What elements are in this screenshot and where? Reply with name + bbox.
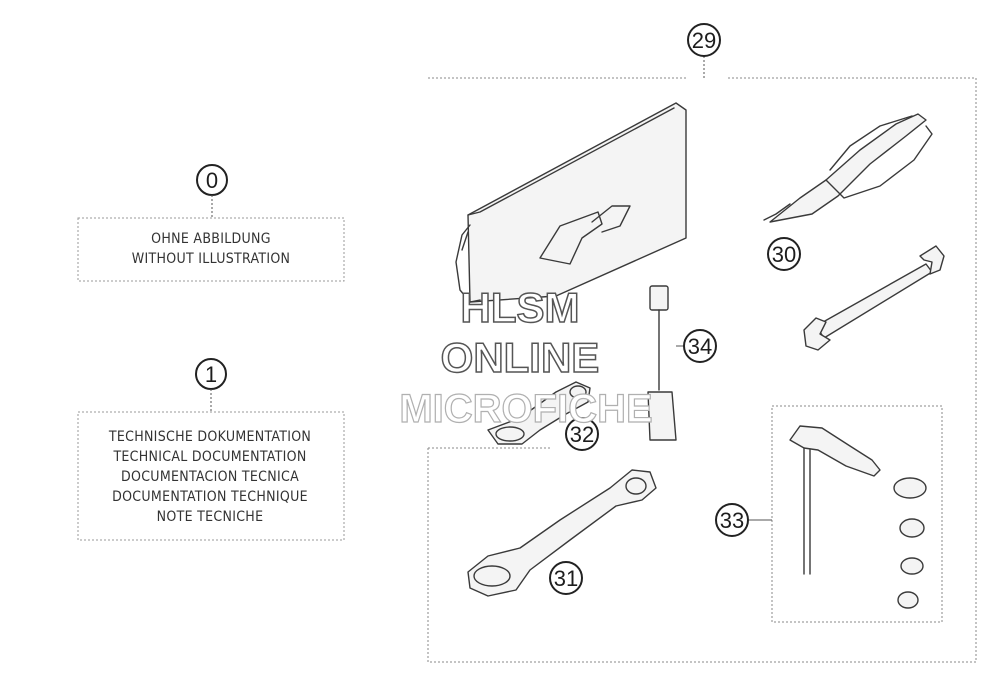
callout-30[interactable]: 30 <box>767 237 801 271</box>
callout-30-number: 30 <box>772 242 796 267</box>
callout-32-number: 32 <box>570 422 594 447</box>
callout-34[interactable]: 34 <box>683 329 717 363</box>
callout-33[interactable]: 33 <box>715 503 749 537</box>
tool-kit-frame <box>427 56 977 663</box>
without-illustration-box: OHNE ABBILDUNG WITHOUT ILLUSTRATION <box>77 217 345 282</box>
large-box-wrench <box>467 469 657 597</box>
tool-bag <box>455 102 687 303</box>
callout-29-number: 29 <box>692 28 716 53</box>
open-end-wrench <box>803 245 945 351</box>
callout-32[interactable]: 32 <box>565 417 599 451</box>
box-line: WITHOUT ILLUSTRATION <box>132 251 291 267</box>
watermark-line-2: ONLINE <box>441 334 600 381</box>
watermark-line-1: HLSM <box>461 284 580 331</box>
box-line: NOTE TECNICHE <box>157 509 264 525</box>
watermark-line-3: MICROFICHE <box>399 387 652 431</box>
callout-33-number: 33 <box>720 508 744 533</box>
box-line: DOCUMENTACION TECNICA <box>121 469 299 485</box>
callout-34-number: 34 <box>688 334 712 359</box>
callout-1[interactable]: 1 <box>195 358 227 390</box>
box-line: TECHNICAL DOCUMENTATION <box>112 449 306 465</box>
callout-1-number: 1 <box>205 362 217 387</box>
hex-key-set <box>771 405 943 623</box>
small-ring-wrench <box>487 381 591 445</box>
technical-documentation-box: TECHNISCHE DOKUMENTATION TECHNICAL DOCUM… <box>77 411 345 541</box>
callout-0-number: 0 <box>206 168 218 193</box>
pliers <box>763 113 933 223</box>
socket-extension <box>647 285 677 441</box>
callout-31-number: 31 <box>554 566 578 591</box>
box-line: TECHNISCHE DOKUMENTATION <box>108 429 311 445</box>
callout-29[interactable]: 29 <box>687 23 721 57</box>
box-line: OHNE ABBILDUNG <box>151 231 271 247</box>
box-line: DOCUMENTATION TECHNIQUE <box>112 489 308 505</box>
callout-31[interactable]: 31 <box>549 561 583 595</box>
watermark: HLSM ONLINE MICROFICHE <box>399 283 654 431</box>
callout-0[interactable]: 0 <box>196 164 228 196</box>
